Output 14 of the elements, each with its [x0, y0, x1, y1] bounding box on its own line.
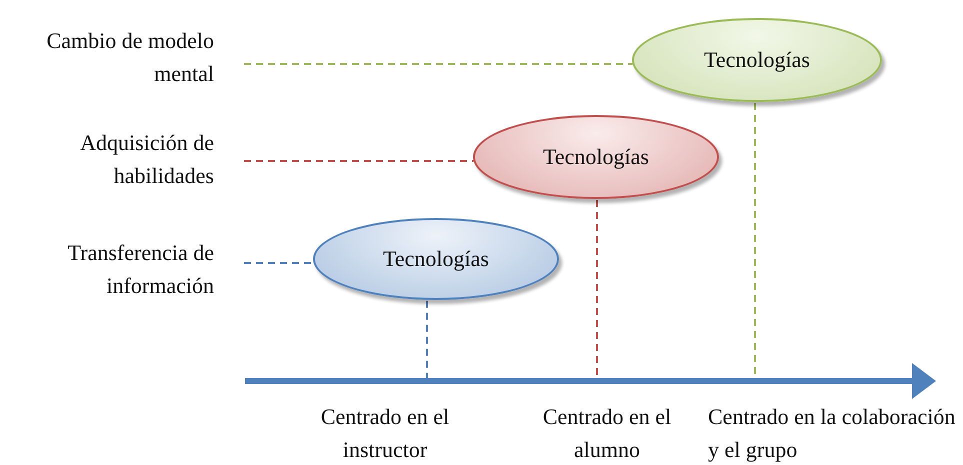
level-label: Cambio de modelo mental: [0, 24, 214, 90]
technology-ellipse: Tecnologías: [473, 115, 719, 199]
dashed-connector: [244, 160, 474, 162]
dashed-connector: [426, 300, 428, 378]
axis-label: Centrado en la colaboración y el grupo: [708, 403, 956, 464]
dashed-connector: [244, 63, 633, 65]
technology-ellipse: Tecnologías: [313, 218, 559, 300]
axis-label: Centrado en el alumno: [542, 403, 672, 464]
technology-ellipse: Tecnologías: [632, 18, 882, 102]
dashed-connector: [596, 200, 598, 378]
dashed-connector: [244, 262, 314, 264]
axis-label: Centrado en el instructor: [320, 403, 450, 464]
level-label: Adquisición de habilidades: [0, 126, 214, 192]
level-label: Transferencia de información: [0, 236, 214, 302]
